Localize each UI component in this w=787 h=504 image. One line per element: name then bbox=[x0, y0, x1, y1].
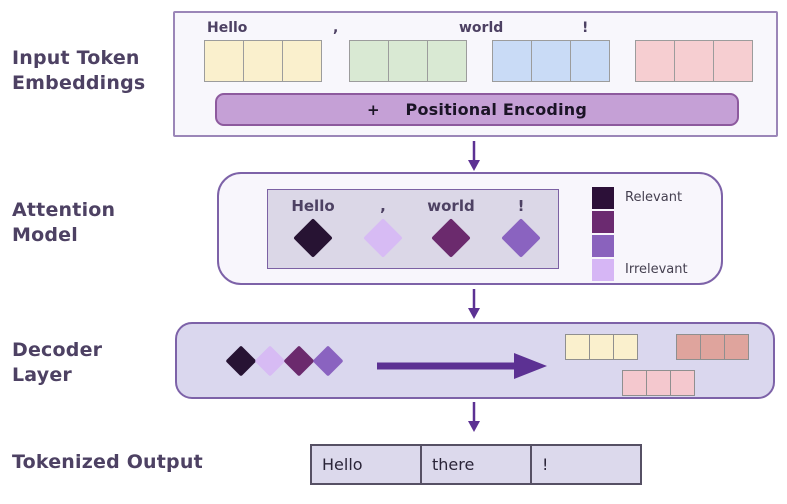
attention-token-label: Hello bbox=[291, 197, 335, 215]
token-label-hello: Hello bbox=[207, 20, 248, 36]
section-label-attention-model: Attention Model bbox=[12, 199, 116, 247]
embedding-cells-hello bbox=[204, 40, 322, 82]
legend-label-irrelevant: Irrelevant bbox=[625, 262, 688, 277]
decoder-diamond bbox=[254, 345, 286, 377]
arrow-down-icon bbox=[468, 141, 480, 171]
attention-token-label: ! bbox=[517, 197, 525, 215]
legend-swatch-mid-dark bbox=[592, 211, 614, 233]
token-label-world: world bbox=[459, 20, 504, 36]
attention-token-exclaim: ! bbox=[491, 197, 551, 258]
input-embeddings-panel: Hello , world ! + Positional Encoding bbox=[173, 11, 778, 137]
output-token-cell: Hello bbox=[312, 446, 422, 483]
attention-token-label: , bbox=[380, 197, 386, 215]
embedding-cells-world bbox=[492, 40, 610, 82]
embedding-cell bbox=[349, 40, 389, 82]
token-label-exclaim: ! bbox=[582, 20, 589, 36]
arrow-right-icon bbox=[377, 353, 547, 379]
positional-encoding-bar: + Positional Encoding bbox=[215, 93, 739, 126]
attention-weight-diamond bbox=[431, 218, 471, 258]
embedding-cell bbox=[531, 40, 571, 82]
decoder-cell bbox=[700, 334, 725, 360]
attention-token-hello: Hello bbox=[283, 197, 343, 258]
section-label-input-embeddings: Input Token Embeddings bbox=[12, 47, 146, 95]
decoder-cell bbox=[622, 370, 647, 396]
positional-encoding-label: Positional Encoding bbox=[405, 100, 588, 119]
arrow-down-icon bbox=[468, 289, 480, 319]
decoder-cells-pink bbox=[622, 370, 695, 396]
embedding-cell bbox=[713, 40, 753, 82]
legend-swatch-irrelevant bbox=[592, 259, 614, 281]
embedding-cell bbox=[570, 40, 610, 82]
embedding-cell bbox=[388, 40, 428, 82]
attention-weight-diamond bbox=[293, 218, 333, 258]
output-token-cell: ! bbox=[542, 455, 549, 474]
plus-icon: + bbox=[366, 100, 380, 119]
decoder-diamond bbox=[225, 345, 257, 377]
decoder-cell bbox=[589, 334, 614, 360]
attention-weight-diamond bbox=[363, 218, 403, 258]
embedding-cell bbox=[282, 40, 322, 82]
decoder-diamond bbox=[283, 345, 315, 377]
decoder-panel bbox=[175, 322, 775, 399]
legend-label-relevant: Relevant bbox=[625, 190, 683, 205]
attention-weight-diamond bbox=[501, 218, 541, 258]
embedding-cell bbox=[674, 40, 714, 82]
legend-swatch-relevant bbox=[592, 187, 614, 209]
decoder-cell bbox=[613, 334, 638, 360]
decoder-cell bbox=[646, 370, 671, 396]
embedding-cell bbox=[427, 40, 467, 82]
attention-panel: Hello , world ! Relevant Irrelevant bbox=[217, 172, 723, 285]
embedding-cell bbox=[635, 40, 675, 82]
embedding-cells-exclaim bbox=[635, 40, 753, 82]
embedding-cell bbox=[243, 40, 283, 82]
decoder-cell bbox=[676, 334, 701, 360]
embedding-cell bbox=[204, 40, 244, 82]
embedding-cells-comma bbox=[349, 40, 467, 82]
decoder-cell bbox=[670, 370, 695, 396]
output-token-cell: there bbox=[422, 446, 532, 483]
decoder-cell bbox=[565, 334, 590, 360]
token-label-comma: , bbox=[333, 20, 339, 36]
attention-token-world: world bbox=[421, 197, 481, 258]
section-label-decoder-layer: Decoder Layer bbox=[12, 339, 103, 387]
tokenized-output-table: Hello there ! bbox=[310, 444, 642, 485]
decoder-cells-salmon bbox=[676, 334, 749, 360]
attention-tokens-panel: Hello , world ! bbox=[267, 189, 559, 269]
decoder-cell bbox=[724, 334, 749, 360]
decoder-cells-yellow bbox=[565, 334, 638, 360]
attention-token-label: world bbox=[427, 197, 475, 215]
section-label-tokenized-output: Tokenized Output bbox=[12, 451, 203, 473]
attention-token-comma: , bbox=[353, 197, 413, 258]
legend-swatch-mid-light bbox=[592, 235, 614, 257]
decoder-diamond-row bbox=[225, 345, 344, 377]
embedding-cell bbox=[492, 40, 532, 82]
decoder-diamond bbox=[312, 345, 344, 377]
arrow-down-icon bbox=[468, 402, 480, 432]
